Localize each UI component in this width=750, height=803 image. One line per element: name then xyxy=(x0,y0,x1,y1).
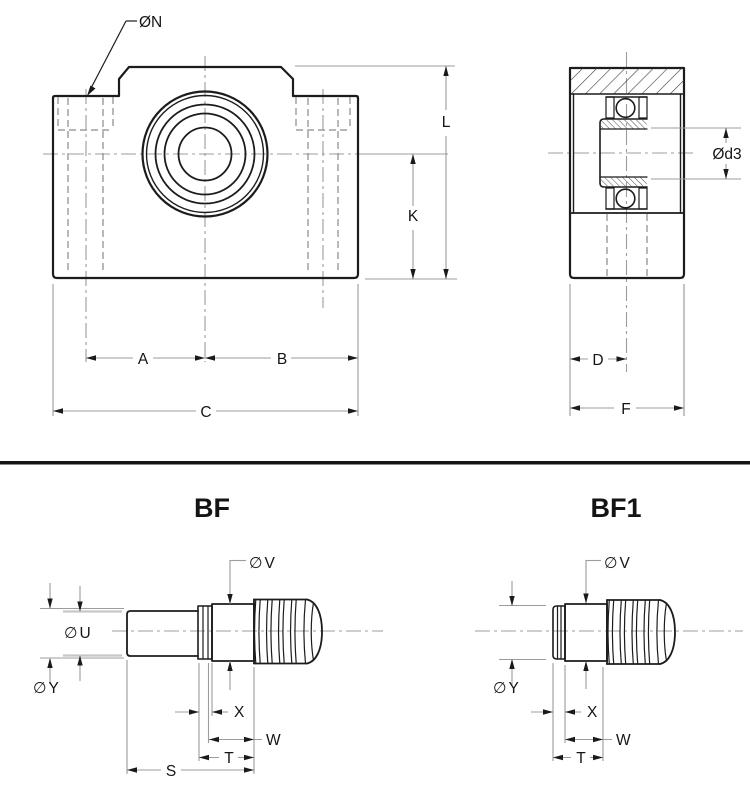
bf-dia-y-label: ∅Y xyxy=(33,680,61,697)
hidden-hole-right xyxy=(295,97,351,272)
side-view-dimensions: Ød3 D F xyxy=(569,127,742,418)
bore-dia-label: Ød3 xyxy=(712,146,741,163)
side-view xyxy=(548,52,697,372)
front-view-dimensions: ØN A B C K L xyxy=(52,14,457,421)
bf-dia-u-label: ∅U xyxy=(64,625,93,642)
dim-a-label: A xyxy=(138,351,149,368)
bf-title: BF xyxy=(194,493,230,523)
counterbore-label: ØN xyxy=(139,14,162,31)
bearing-section xyxy=(599,96,648,210)
bf1-dim-x-label: X xyxy=(587,704,598,721)
bf1-title: BF1 xyxy=(590,493,641,523)
bf1-shaft-view xyxy=(475,599,743,665)
bf-dim-x-label: X xyxy=(234,704,245,721)
dim-k-label: K xyxy=(408,208,419,225)
dim-d-label: D xyxy=(592,352,603,369)
bf-shaft-view xyxy=(112,598,383,665)
dim-l-label: L xyxy=(442,114,451,131)
hidden-hole-left xyxy=(57,97,114,272)
bf1-dia-v-label: ∅V xyxy=(604,555,632,572)
bf1-dia-y-label: ∅Y xyxy=(493,680,521,697)
dim-f-label: F xyxy=(621,401,630,418)
bf1-dim-t-label: T xyxy=(576,750,586,767)
bf-dim-t-label: T xyxy=(224,750,234,767)
bf-dia-v-label: ∅V xyxy=(249,555,277,572)
section-divider xyxy=(0,461,750,465)
bf1-dimensions: ∅V ∅Y X W T xyxy=(493,555,632,767)
front-view xyxy=(43,56,368,362)
dim-c-label: C xyxy=(200,404,211,421)
ball-top xyxy=(615,97,636,119)
bf-dim-s-label: S xyxy=(166,763,176,780)
bf-dimensions: ∅V ∅U ∅Y X W xyxy=(33,555,281,780)
bf-dim-w-label: W xyxy=(266,732,281,749)
hatched-cap xyxy=(570,68,684,94)
bf1-threads xyxy=(606,599,676,665)
ball-bottom xyxy=(615,188,636,209)
bf1-dim-w-label: W xyxy=(616,732,631,749)
bf-threads xyxy=(253,598,323,665)
dim-b-label: B xyxy=(277,351,287,368)
